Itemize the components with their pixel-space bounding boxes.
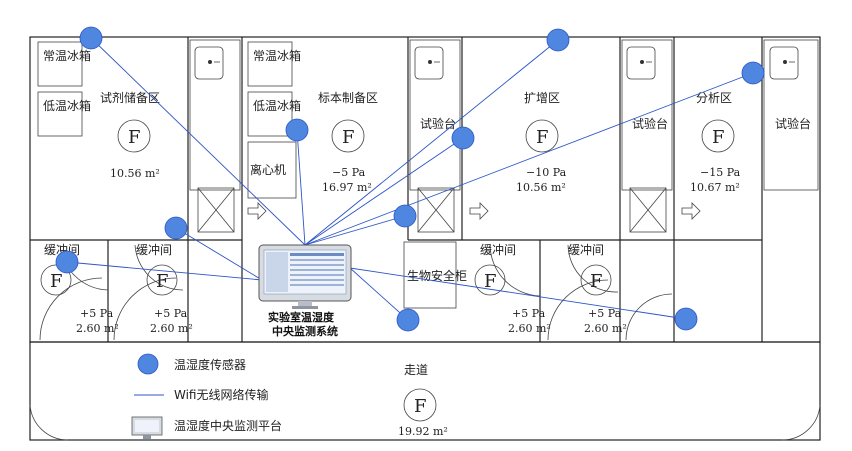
room-area: 10.56 m²	[516, 181, 566, 194]
fridge-normal-label: 常温冰箱	[43, 48, 91, 63]
buffer-room-area: 2.60 m²	[584, 322, 627, 335]
corridor-area: 19.92 m²	[398, 425, 448, 438]
arrow-icon	[469, 202, 489, 220]
room-name-amplification: 扩增区	[524, 91, 560, 105]
arrow-icon	[681, 202, 701, 220]
buffer-room-pressure: +5 Pa	[154, 307, 188, 320]
room-area: 10.67 m²	[690, 181, 740, 194]
fan-icon: F	[117, 119, 151, 153]
centrifuge-box	[247, 141, 297, 199]
test-bench-label: 试验台	[632, 116, 668, 131]
fridge-normal-label: 常温冰箱	[253, 48, 301, 63]
centrifuge-label: 离心机	[250, 162, 286, 177]
buffer-room-pressure: +5 Pa	[512, 307, 546, 320]
buffer-room-area: 2.60 m²	[508, 322, 551, 335]
arrow-icon	[247, 202, 267, 220]
pass-box	[197, 187, 235, 233]
legend-sensor-label: 温湿度传感器	[174, 357, 246, 372]
buffer-room-area: 2.60 m²	[150, 322, 193, 335]
svg-text:F: F	[536, 127, 549, 148]
biosafety-cabinet-label: 生物安全柜	[407, 268, 467, 283]
buffer-room-area: 2.60 m²	[76, 322, 119, 335]
svg-text:F: F	[590, 271, 603, 292]
svg-text:F: F	[712, 127, 725, 148]
room-pressure: −10 Pa	[526, 166, 567, 179]
corridor-name: 走道	[404, 363, 428, 377]
wifi-links	[66, 37, 754, 321]
svg-text:F: F	[414, 396, 427, 417]
legend-monitor-icon	[131, 416, 163, 439]
buffer-room-pressure: +5 Pa	[80, 307, 114, 320]
washbasin-icon	[414, 46, 444, 80]
fridge-low-box	[247, 91, 293, 137]
buffer-room-name: 缓冲间	[480, 242, 516, 257]
central-monitor-icon	[258, 244, 352, 309]
fan-icon: F	[331, 119, 365, 153]
pass-box	[629, 187, 667, 233]
room-name-specimen: 标本制备区	[318, 91, 378, 105]
room-area: 16.97 m²	[322, 181, 372, 194]
corridor-wall	[29, 341, 821, 441]
svg-text:F: F	[484, 271, 497, 292]
washbasin-icon	[626, 46, 656, 80]
svg-text:F: F	[128, 127, 141, 148]
room-name-analysis: 分析区	[696, 91, 732, 105]
fan-icon: F	[701, 119, 735, 153]
test-bench-label: 试验台	[420, 116, 456, 131]
legend-sensor-icon	[137, 353, 159, 375]
fan-icon: F	[525, 119, 559, 153]
monitor-caption: 实验室温湿度	[268, 310, 335, 324]
fridge-low-box	[37, 91, 83, 137]
room-name-reagent: 试剂储备区	[100, 90, 160, 105]
buffer-room-name: 缓冲间	[136, 242, 172, 257]
fridge-low-label: 低温冰箱	[253, 98, 301, 113]
fridge-low-label: 低温冰箱	[43, 98, 91, 113]
sensor-dots	[55, 26, 765, 332]
svg-text:F: F	[50, 271, 63, 292]
fan-icon: F	[146, 264, 178, 296]
svg-text:F: F	[342, 127, 355, 148]
svg-text:F: F	[156, 271, 169, 292]
legend: 温湿度传感器 Wifi无线网络传输 温湿度中央监测平台	[131, 353, 282, 439]
legend-wifi-label: Wifi无线网络传输	[174, 387, 269, 402]
fan-icon: F	[403, 388, 437, 422]
washbasin-icon	[769, 46, 799, 80]
fan-icon: F	[474, 264, 506, 296]
buffer-room-pressure: +5 Pa	[588, 307, 622, 320]
legend-platform-label: 温湿度中央监测平台	[174, 418, 282, 433]
monitor-caption: 中央监测系统	[272, 324, 338, 338]
room-pressure: −5 Pa	[332, 166, 366, 179]
room-area: 10.56 m²	[110, 167, 160, 180]
fan-icon: F	[580, 264, 612, 296]
biosafety-cabinet-box	[403, 241, 457, 309]
fridge-normal-box	[247, 41, 293, 87]
washbasin-icon	[194, 46, 224, 80]
fan-icon: F	[40, 264, 72, 296]
test-bench-label: 试验台	[775, 116, 811, 131]
buffer-room-name: 缓冲间	[568, 242, 604, 257]
pass-box	[417, 187, 455, 233]
room-pressure: −15 Pa	[700, 166, 741, 179]
fridge-normal-box	[37, 41, 83, 87]
